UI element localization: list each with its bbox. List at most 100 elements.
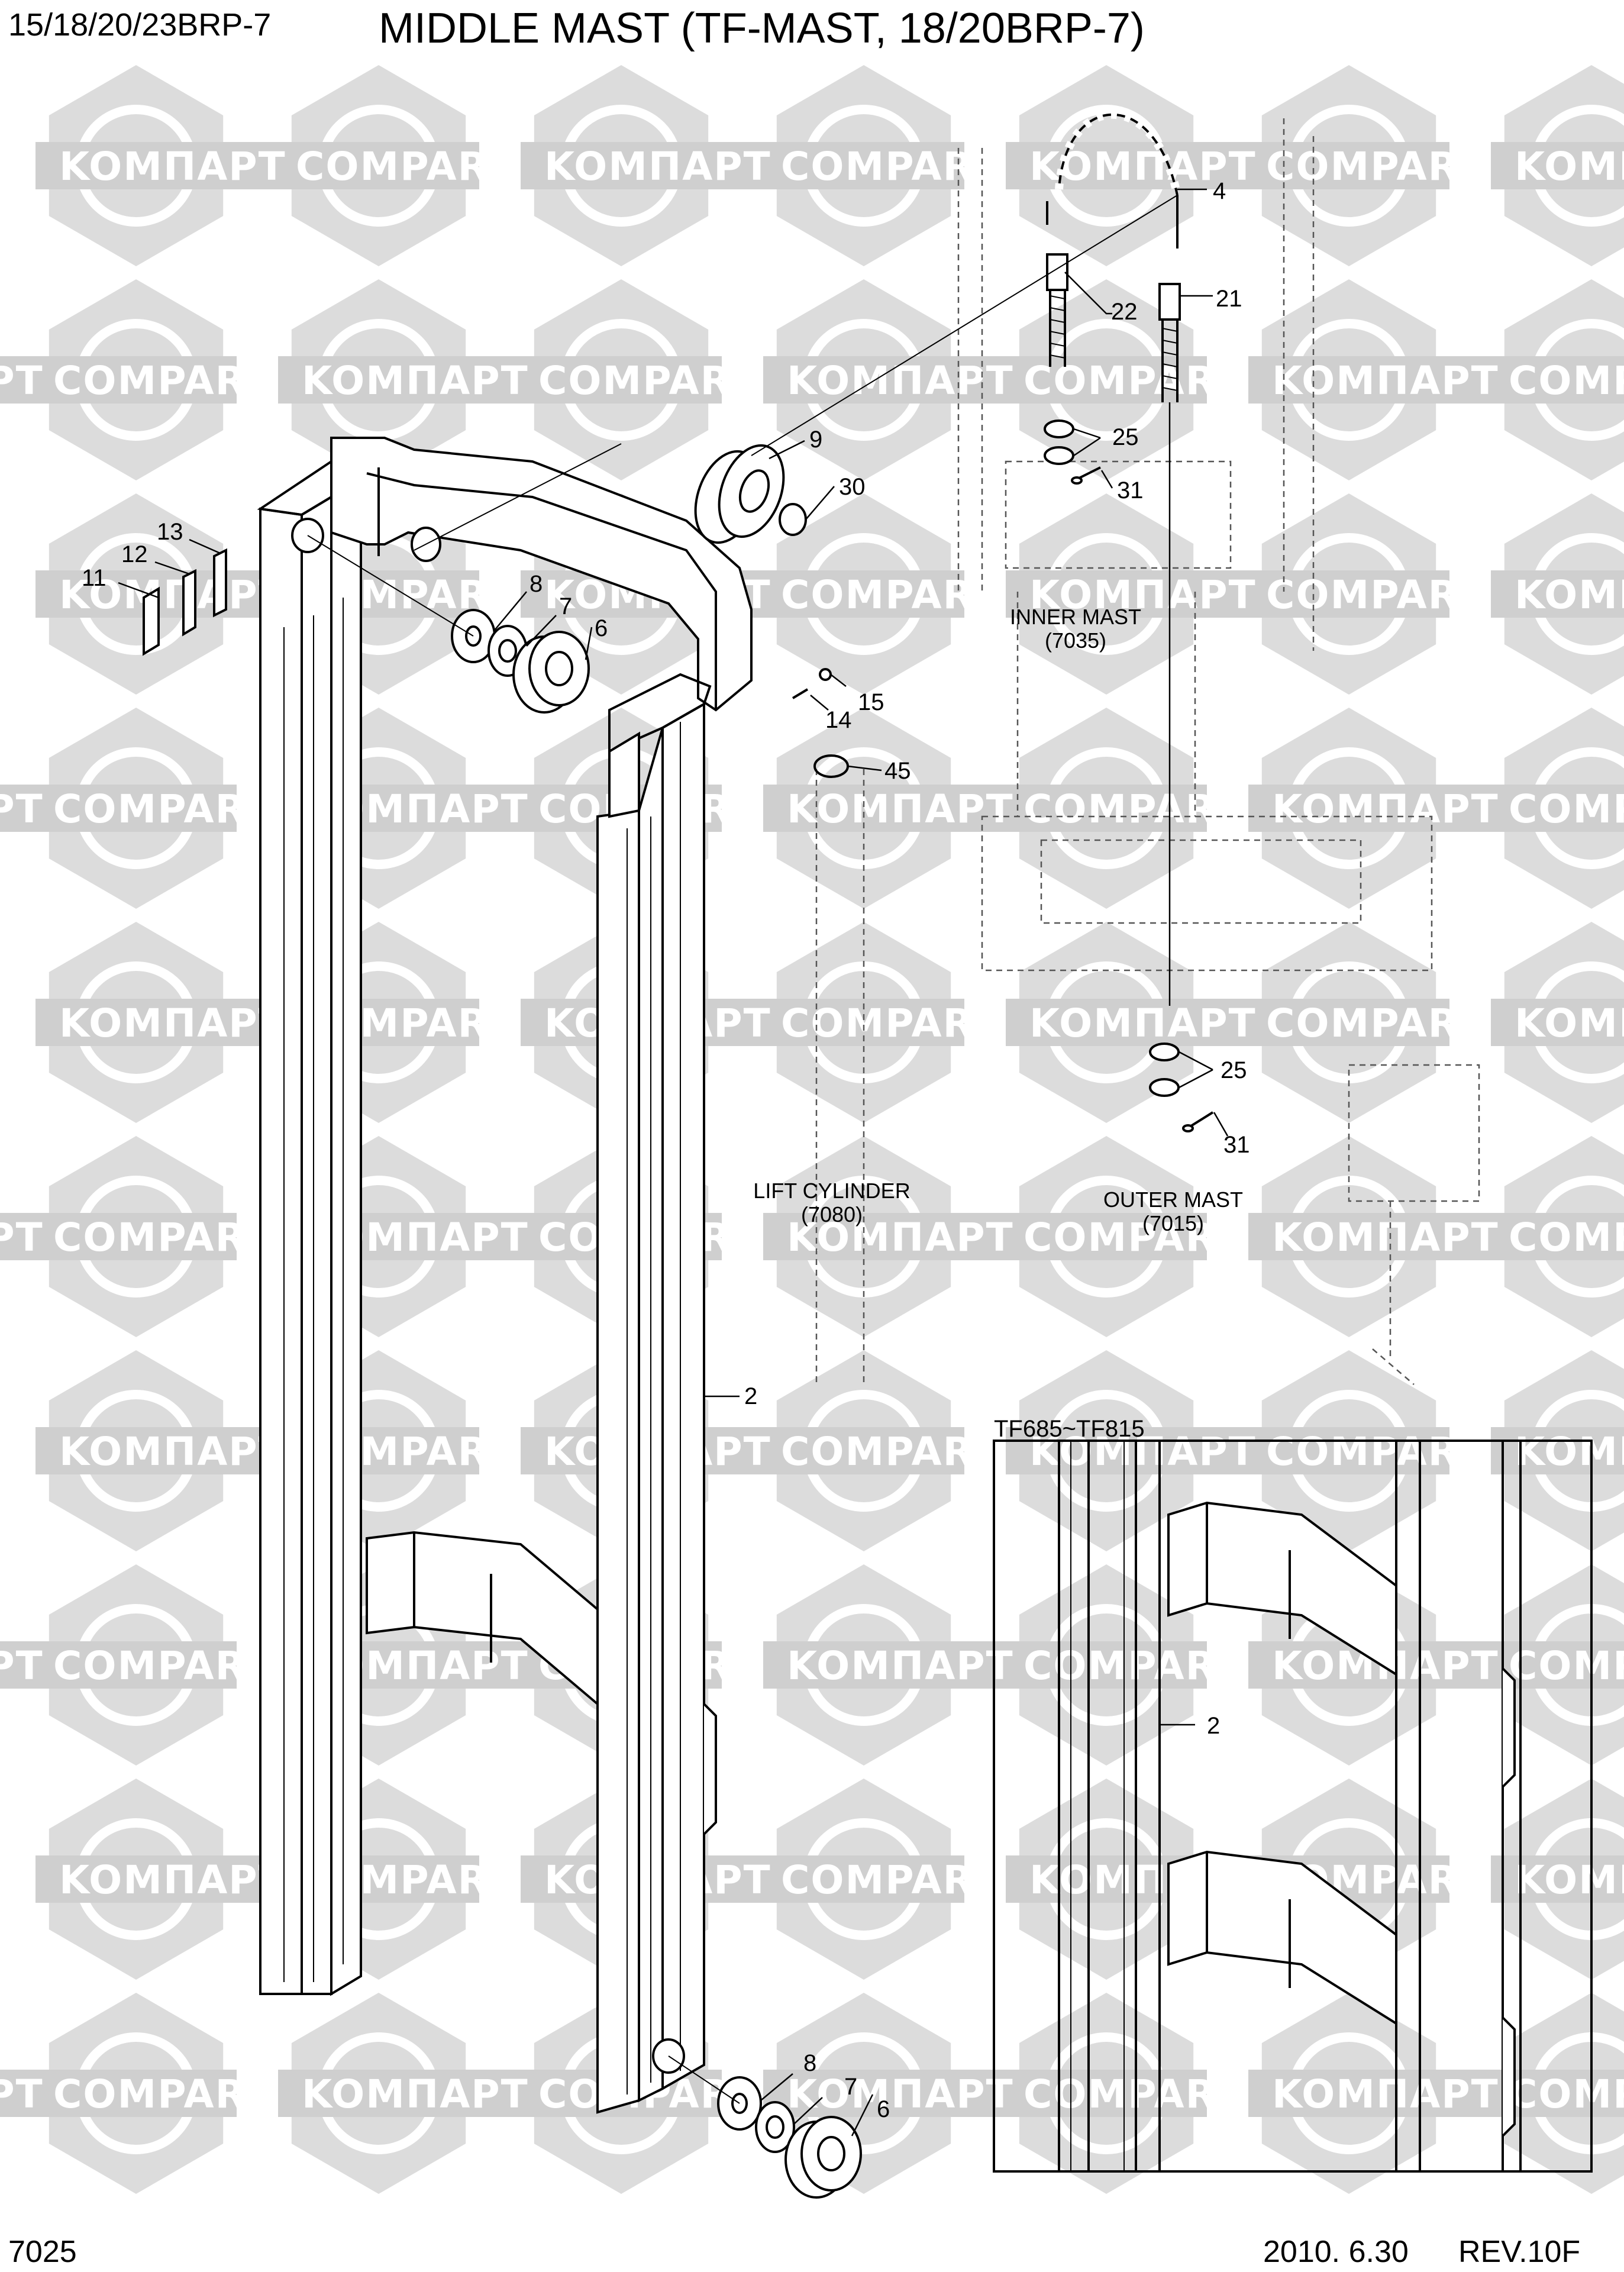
- chain-part-4: [1046, 110, 1181, 248]
- bearing-part-6-lower: [784, 2116, 862, 2199]
- lift-cylinder-code: (7080): [801, 1202, 863, 1227]
- shim-part-7-lower: [755, 2101, 795, 2153]
- watermark-band: [1248, 356, 1624, 404]
- callout-31-upper: 31: [1117, 477, 1144, 504]
- plate-part-12: [182, 569, 196, 637]
- snap-ring-part-30: [779, 503, 807, 536]
- page-title: MIDDLE MAST (TF-MAST, 18/20BRP-7): [379, 5, 1145, 52]
- callout-9: 9: [809, 427, 822, 453]
- watermark-text: COMPART: [1024, 1215, 1243, 1260]
- model-label: 15/18/20/23BRP-7: [8, 7, 271, 43]
- inner-mast-code: (7035): [1045, 628, 1106, 653]
- watermark-text: COMPART: [1266, 572, 1486, 618]
- callout-21: 21: [1216, 286, 1242, 312]
- watermark-text: COMPART: [1266, 144, 1486, 189]
- middle-mast-left-rail: [257, 460, 368, 1996]
- watermark-text: COMPART: [781, 1001, 1000, 1046]
- outer-mast-code: (7015): [1142, 1211, 1204, 1235]
- watermark-text: COMPART: [781, 1429, 1000, 1474]
- watermark-band: [35, 570, 479, 618]
- watermark-band: [0, 1213, 237, 1260]
- watermark-band: [35, 1427, 479, 1474]
- callout-12: 12: [121, 541, 148, 567]
- outer-mast-label: OUTER MAST: [1103, 1187, 1243, 1212]
- nut-part-25-lower: [1149, 1043, 1180, 1097]
- watermark-text: KOMПAPT: [0, 786, 44, 832]
- watermark-band: [1006, 570, 1449, 618]
- watermark-text: KOMПAPT: [1515, 1001, 1624, 1046]
- page-code: 7025: [8, 2235, 77, 2269]
- watermark-text: KOMПAPT: [787, 786, 1014, 832]
- watermark-text: KOMПAPT: [1029, 1001, 1257, 1046]
- reference-ghost-lines: [815, 118, 1480, 1385]
- watermark-text: COMPART: [1266, 1429, 1486, 1474]
- lower-cross-brace: [366, 1531, 717, 1835]
- watermark-band: [0, 356, 237, 404]
- watermark-band: [35, 1855, 479, 1903]
- watermark-text: COMPART: [53, 2071, 273, 2117]
- watermark-text: COMPART: [1024, 1643, 1243, 1689]
- watermark-text: COMPART: [1509, 2071, 1624, 2117]
- watermark-band: [763, 2070, 1207, 2117]
- watermark-band: [763, 1213, 1207, 1260]
- watermark-text: KOMПAPT: [1272, 358, 1499, 404]
- watermark-band: [1248, 1213, 1624, 1260]
- watermark-text: KOMПAPT: [59, 144, 286, 189]
- watermark-text: COMPART: [781, 572, 1000, 618]
- watermark-text: KOMПAPT: [1515, 1857, 1624, 1903]
- watermark-band: [278, 356, 722, 404]
- callout-7-lower: 7: [844, 2074, 857, 2100]
- plate-part-13: [213, 548, 227, 618]
- watermark-text: COMPART: [53, 1643, 273, 1689]
- pin-part-14: [792, 688, 809, 699]
- callout-4: 4: [1213, 178, 1226, 204]
- watermark-text: KOMПAPT: [1515, 144, 1624, 189]
- watermark-band: [0, 1641, 237, 1689]
- watermark-band: [521, 999, 964, 1046]
- callout-6-lower: 6: [877, 2096, 890, 2122]
- watermark-band: [1248, 785, 1624, 832]
- sheave-part-9: [694, 444, 785, 544]
- watermark-text: KOMПAPT: [302, 358, 529, 404]
- watermark-text: KOMПAPT: [0, 1643, 44, 1689]
- watermark-band: [521, 142, 964, 189]
- watermark-text: KOMПAPT: [1029, 1429, 1257, 1474]
- callout-30: 30: [839, 474, 866, 500]
- nut-part-15: [819, 668, 832, 681]
- watermark-band: [1491, 1427, 1624, 1474]
- watermark-text: KOMПAPT: [1515, 572, 1624, 618]
- watermark-text: KOMПAPT: [59, 1429, 286, 1474]
- revision-date: 2010. 6.30: [1263, 2235, 1409, 2269]
- watermark-text: COMPART: [1266, 1001, 1486, 1046]
- callout-31-lower: 31: [1223, 1132, 1250, 1158]
- callout-2: 2: [744, 1383, 757, 1409]
- watermark-text: KOMПAPT: [0, 358, 44, 404]
- watermark-text: KOMПAPT: [544, 144, 771, 189]
- callout-13: 13: [157, 519, 183, 545]
- watermark-band: [1006, 1427, 1449, 1474]
- watermark-text: COMPART: [1024, 2071, 1243, 2117]
- watermark-band: [1491, 999, 1624, 1046]
- detail-view-label: TF685~TF815: [994, 1416, 1145, 1442]
- watermark-text: COMPART: [781, 1857, 1000, 1903]
- callout-22: 22: [1111, 299, 1138, 325]
- leader-lines: [118, 188, 1229, 2137]
- watermark-band: [763, 356, 1207, 404]
- inner-mast-label: INNER MAST: [1010, 605, 1141, 629]
- watermark-band: [1006, 999, 1449, 1046]
- split-pin-part-31-lower: [1182, 1111, 1214, 1132]
- watermark-text: KOMПAPT: [787, 1215, 1014, 1260]
- callout-25-lower: 25: [1221, 1057, 1247, 1083]
- watermark-band: [1491, 142, 1624, 189]
- watermark-band: [1248, 2070, 1624, 2117]
- watermark-text: KOMПAPT: [59, 1001, 286, 1046]
- watermark-text: COMPART: [1024, 358, 1243, 404]
- watermark-text: COMPART: [53, 1215, 273, 1260]
- watermark-band: [1006, 142, 1449, 189]
- watermark-text: COMPART: [1509, 1643, 1624, 1689]
- watermark-text: KOMПAPT: [302, 2071, 529, 2117]
- watermark-band: [0, 785, 237, 832]
- watermark-band: [521, 1855, 964, 1903]
